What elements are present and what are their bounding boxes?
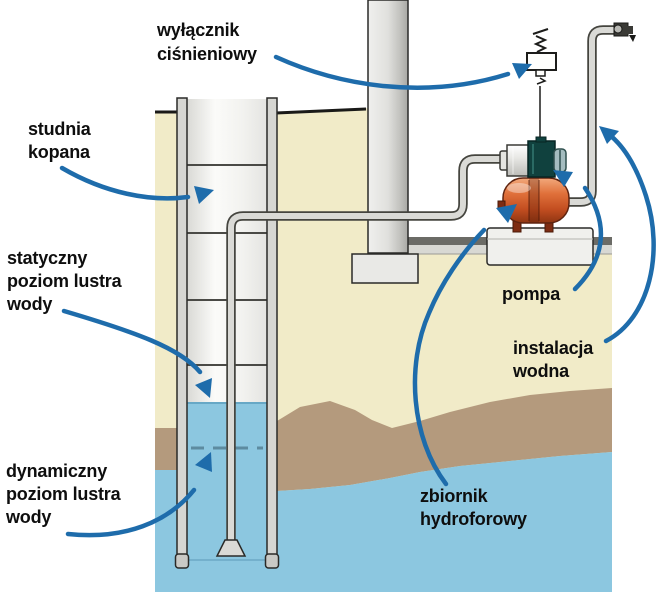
well-wall-right xyxy=(266,97,278,557)
discharge-pipe-riser xyxy=(560,22,636,207)
arrow-pressure-switch xyxy=(273,54,511,90)
pump-motor xyxy=(506,144,531,177)
arrow-pressure-tank xyxy=(412,227,487,487)
wall-footing xyxy=(351,253,419,284)
tank-seam-band xyxy=(529,178,539,223)
spring-symbol xyxy=(533,35,548,53)
callout-arrows xyxy=(59,54,656,538)
suction-pipe xyxy=(215,154,506,557)
foot-valve xyxy=(215,539,247,557)
label-pressure-switch: wyłącznik ciśnieniowy xyxy=(157,20,257,64)
label-dug-well: studnia kopana xyxy=(28,119,91,162)
label-water-installation: instalacja wodna xyxy=(513,338,594,381)
pump xyxy=(499,136,567,178)
arrow-pump xyxy=(572,185,604,292)
arrow-water-installation xyxy=(603,133,656,344)
well-wall-left-cap xyxy=(174,553,190,569)
label-pump: pompa xyxy=(502,284,561,304)
pressure-switch-box xyxy=(526,52,557,71)
soil-brown-layer-right xyxy=(277,388,612,491)
arrow-static-level xyxy=(61,308,203,375)
switch-connector xyxy=(535,69,546,77)
well-wall-left xyxy=(176,97,188,557)
pedestal xyxy=(486,227,594,266)
pump-top-tab xyxy=(535,136,547,143)
label-pressure-tank: zbiornik hydroforowy xyxy=(420,486,527,529)
ground-surface-line-right xyxy=(275,107,367,115)
tank-highlight xyxy=(507,183,531,193)
well-wall-right-cap xyxy=(264,553,280,569)
house-wall-pillar xyxy=(367,0,409,254)
tap-icon xyxy=(613,22,636,42)
label-dynamic-water-level: dynamiczny poziom lustra wody xyxy=(6,461,121,527)
soil-brown-layer-left xyxy=(155,428,177,470)
label-static-water-level: statyczny poziom lustra wody xyxy=(7,248,122,314)
arrow-dynamic-level xyxy=(65,487,197,538)
pressure-switch xyxy=(526,28,557,137)
arrow-dug-well xyxy=(59,165,191,201)
